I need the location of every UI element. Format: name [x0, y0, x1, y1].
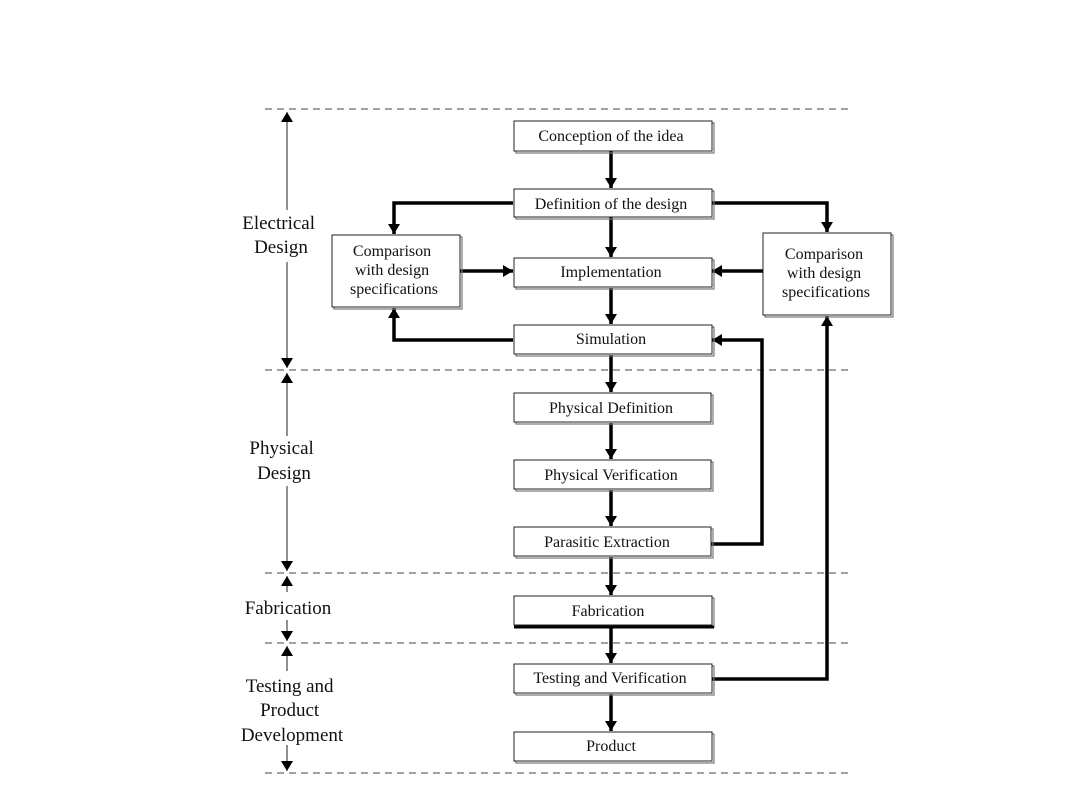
step-label: Definition of the design: [535, 196, 687, 213]
phase-label-electrical: Electrical Design: [242, 213, 320, 258]
step-definition: Definition of the design: [513, 188, 715, 220]
step-physical-definition: Physical Definition: [513, 392, 714, 425]
edge-parasitic-simulation: [711, 334, 764, 546]
comparison-boxes: Comparison with design specifications Co…: [331, 232, 894, 318]
step-label: Physical Verification: [544, 467, 677, 484]
comparison-left: Comparison with design specifications: [331, 234, 463, 310]
step-label: Implementation: [560, 264, 661, 281]
phase-label-testing: Testing and Product Development: [241, 676, 344, 746]
step-simulation: Simulation: [513, 324, 715, 357]
comparison-right-label: Comparison with design specifications: [782, 246, 870, 301]
edge-definition-comparison-left: [388, 201, 513, 234]
edge-testing-comparison-right: [711, 316, 833, 681]
flow-connectors: [388, 151, 833, 731]
step-parasitic-extraction: Parasitic Extraction: [513, 526, 714, 559]
edge-definition-comparison-right: [711, 201, 833, 232]
step-fabrication: Fabrication: [513, 595, 715, 629]
comparison-right: Comparison with design specifications: [762, 232, 894, 318]
step-physical-verification: Physical Verification: [513, 459, 714, 492]
comparison-left-label: Comparison with design specifications: [350, 243, 438, 298]
step-label: Simulation: [576, 331, 646, 348]
step-conception: Conception of the idea: [513, 120, 715, 154]
step-testing-verification: Testing and Verification: [513, 663, 715, 696]
step-label: Fabrication: [572, 603, 645, 620]
step-product: Product: [513, 731, 715, 764]
process-steps: Conception of the idea Definition of the…: [513, 120, 715, 764]
phase-label-physical: Physical Design: [249, 438, 318, 484]
step-label: Testing and Verification: [533, 670, 686, 687]
phase-label-fabrication: Fabrication: [245, 598, 332, 619]
step-label: Conception of the idea: [538, 128, 683, 145]
step-implementation: Implementation: [513, 257, 715, 290]
step-label: Physical Definition: [549, 400, 673, 417]
phase-separators: [265, 108, 851, 774]
step-label: Parasitic Extraction: [544, 534, 670, 551]
edge-simulation-comparison-left: [388, 308, 513, 342]
phase-labels: Electrical Design Physical Design Fabric…: [241, 213, 344, 746]
step-label: Product: [586, 738, 636, 755]
